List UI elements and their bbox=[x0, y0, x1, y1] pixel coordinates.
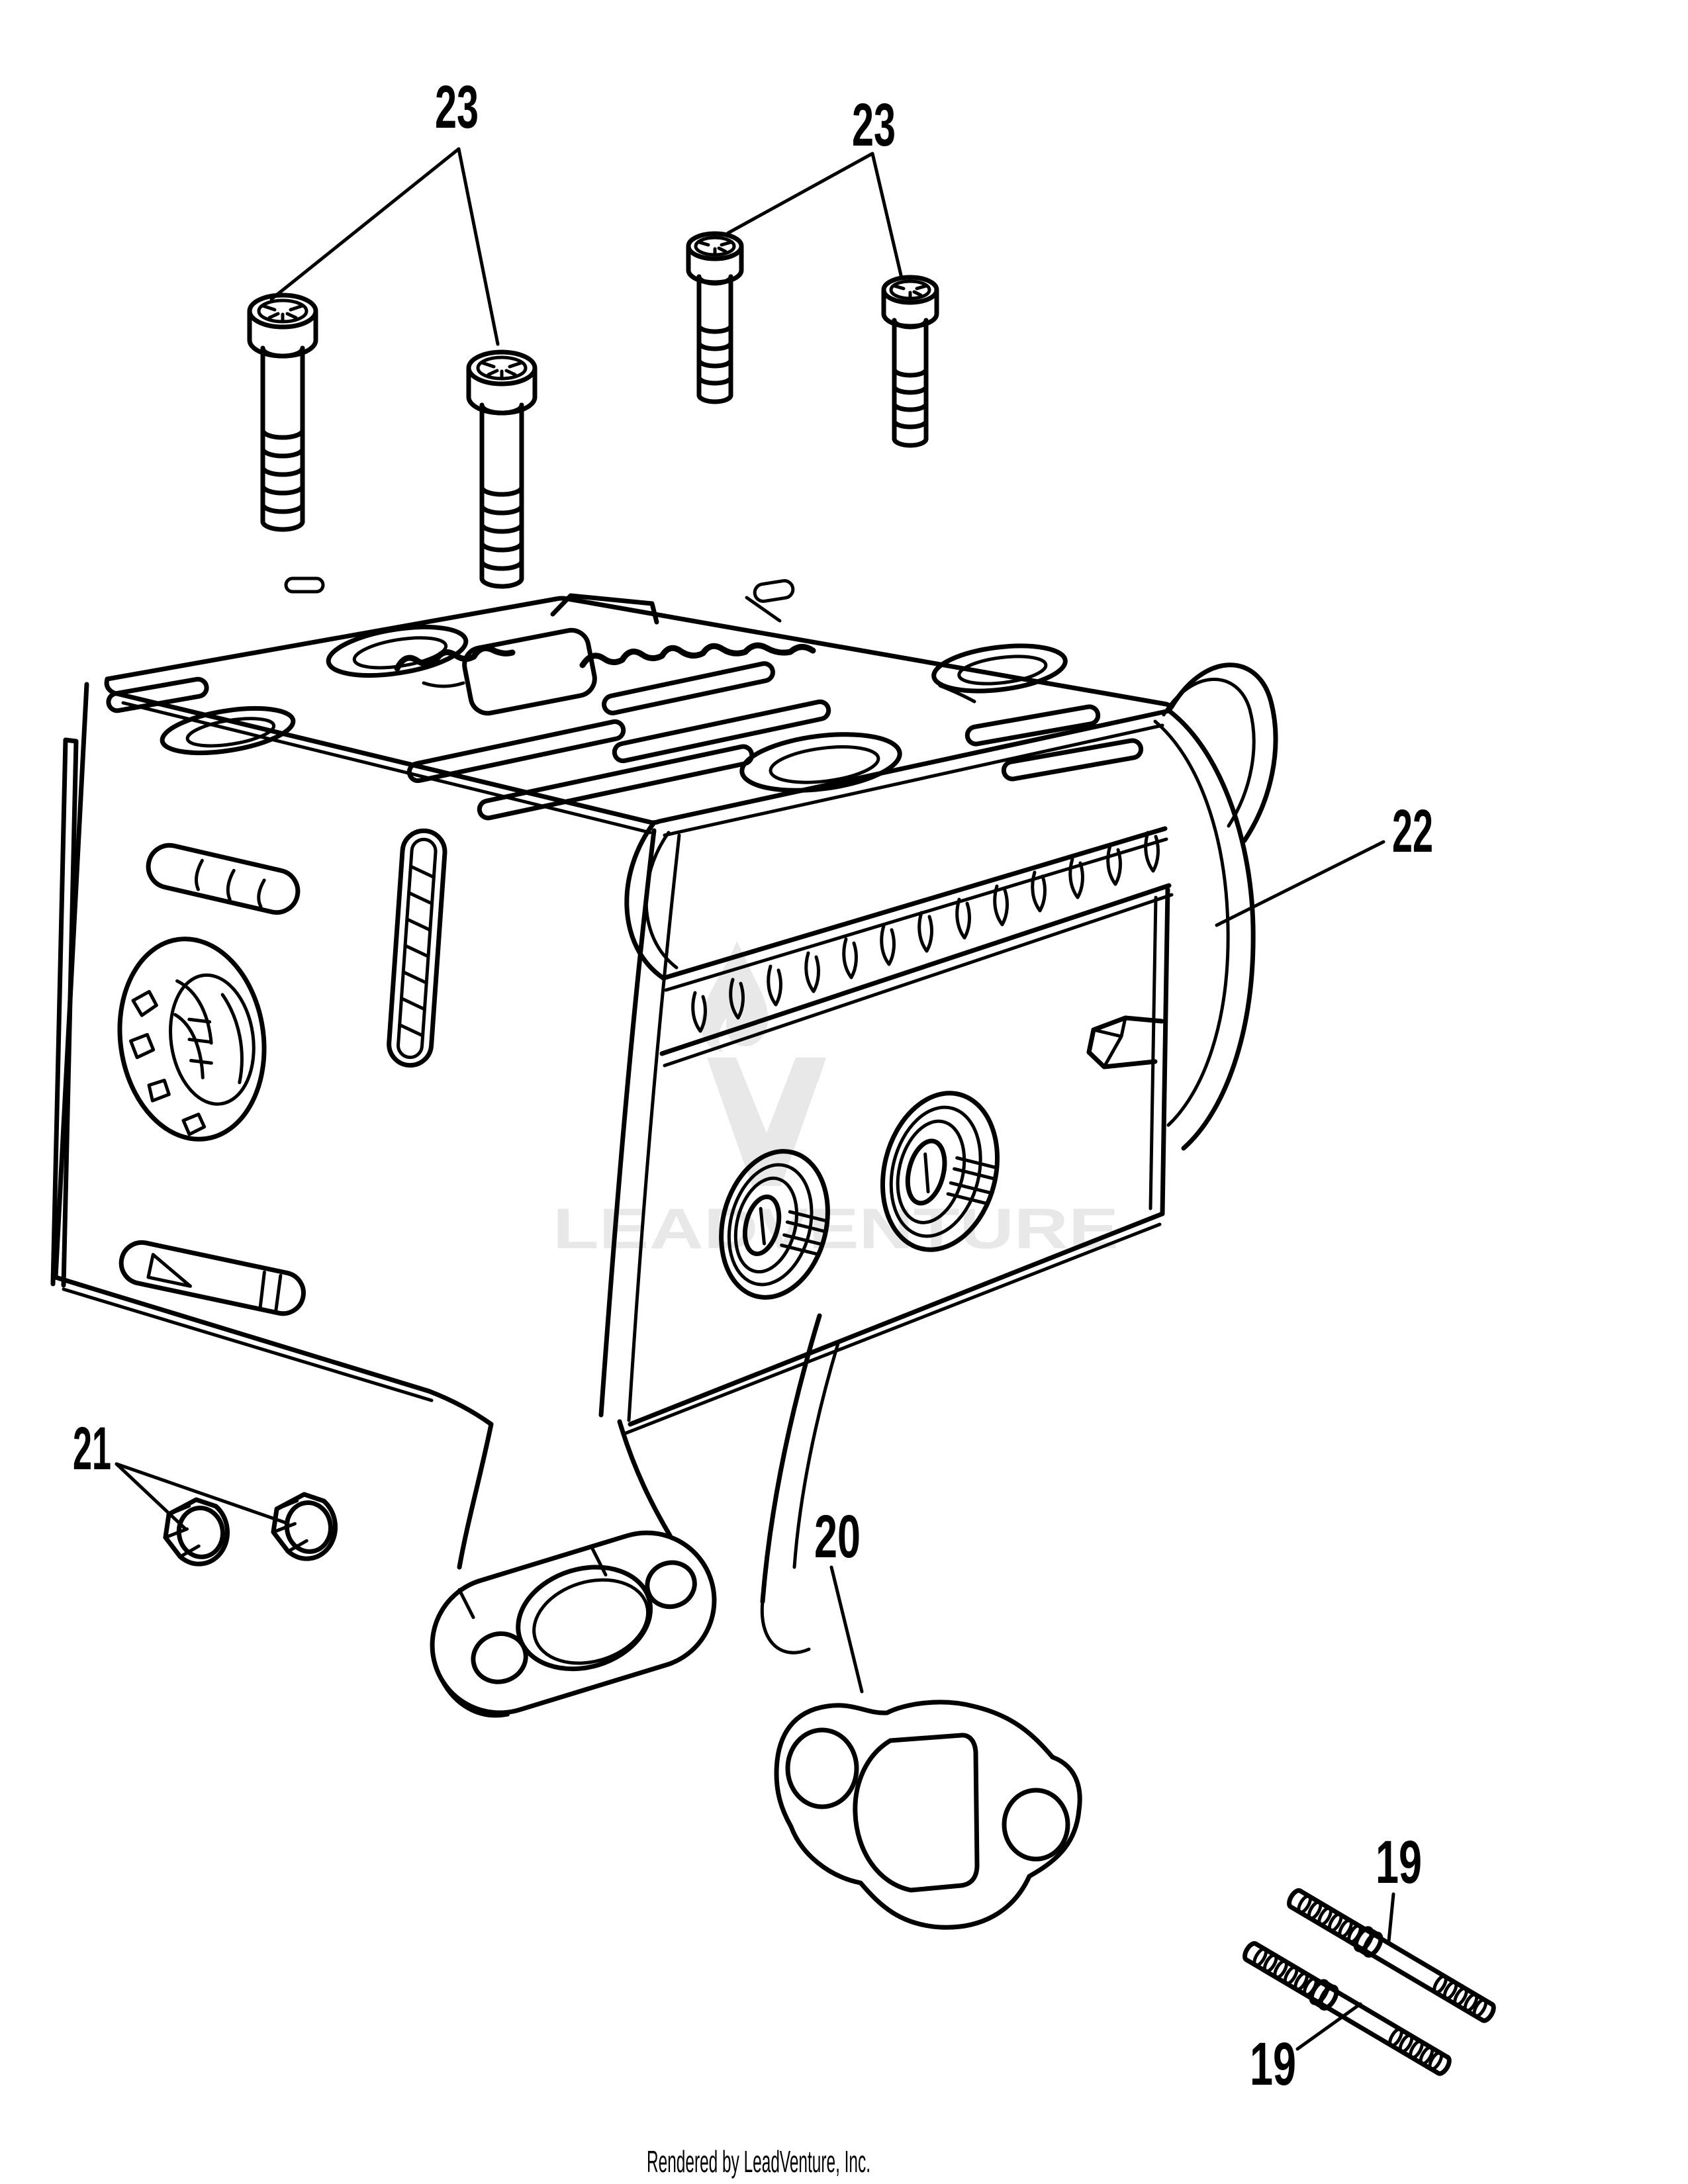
left-vent-channel bbox=[387, 828, 447, 1068]
left-outlet-hole bbox=[117, 936, 267, 1142]
leader-23-left bbox=[269, 147, 500, 346]
footer-credit: Rendered by LeadVenture, Inc. bbox=[647, 2144, 870, 2179]
callout-21: 21 bbox=[73, 1415, 111, 1482]
callout-19-upper: 19 bbox=[1376, 1829, 1422, 1896]
embossed-logo bbox=[394, 627, 976, 716]
exhaust-pipe bbox=[426, 1313, 840, 1655]
callout-23-right: 23 bbox=[852, 91, 896, 159]
leader-19-lower bbox=[1295, 2002, 1362, 2051]
top-vent-slots bbox=[106, 661, 1144, 821]
screw-23-2 bbox=[469, 352, 535, 586]
callout-22: 22 bbox=[1392, 797, 1433, 865]
muffler-body-22 bbox=[50, 576, 1278, 1718]
gasket-20 bbox=[774, 1700, 1082, 1930]
left-lower-slot bbox=[118, 1240, 306, 1316]
leader-20 bbox=[829, 1565, 864, 1694]
bolt-21-1 bbox=[161, 1496, 232, 1568]
left-upper-slot bbox=[146, 842, 301, 915]
bolt-21-2 bbox=[269, 1490, 340, 1563]
front-boss-left bbox=[719, 1149, 830, 1300]
leader-22 bbox=[1215, 840, 1385, 927]
front-boss-right bbox=[880, 1091, 1000, 1252]
callout-20: 20 bbox=[814, 1503, 861, 1570]
screw-23-4 bbox=[884, 277, 937, 445]
top-oval-openings bbox=[160, 625, 1068, 793]
leader-21 bbox=[115, 1462, 290, 1531]
leader-lines bbox=[115, 147, 1395, 2051]
leader-23-right bbox=[726, 152, 904, 280]
pipe-flange bbox=[430, 1530, 717, 1718]
leader-19-upper bbox=[1387, 1892, 1395, 1943]
callout-19-lower: 19 bbox=[1250, 2030, 1296, 2098]
screw-23-3 bbox=[688, 234, 741, 402]
watermark-text: LEADVENTURE bbox=[553, 1197, 1119, 1261]
callout-23-left: 23 bbox=[435, 73, 479, 141]
screw-23-1 bbox=[250, 295, 316, 529]
